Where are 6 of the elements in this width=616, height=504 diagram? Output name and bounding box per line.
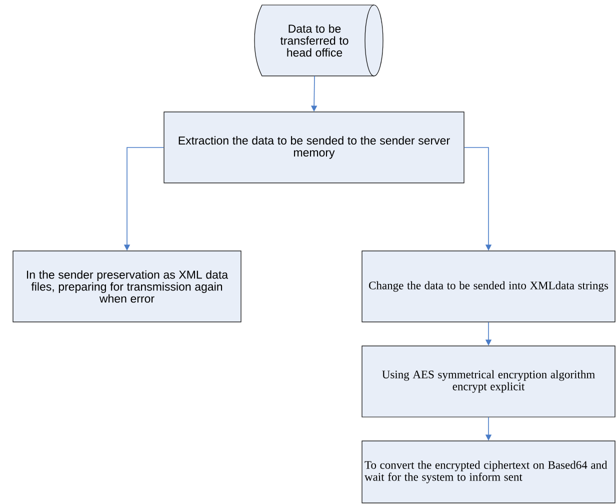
process-box: Change the data to be sended into XMLdata strings bbox=[362, 250, 616, 322]
process-box: Using AES symmetrical encryption algorithm encrypt explicit bbox=[362, 346, 616, 418]
process-box: To convert the encrypted ciphertext on Based64 and wait for the system to inform sent bbox=[362, 440, 616, 504]
process-box: In the sender preservation as XML data files, preparing for transmission again when error bbox=[12, 250, 242, 322]
process-box: Extraction the data to be sended to the sender server memory bbox=[164, 112, 464, 184]
storage-cylinder: Data to be transferred to head office bbox=[254, 4, 384, 76]
